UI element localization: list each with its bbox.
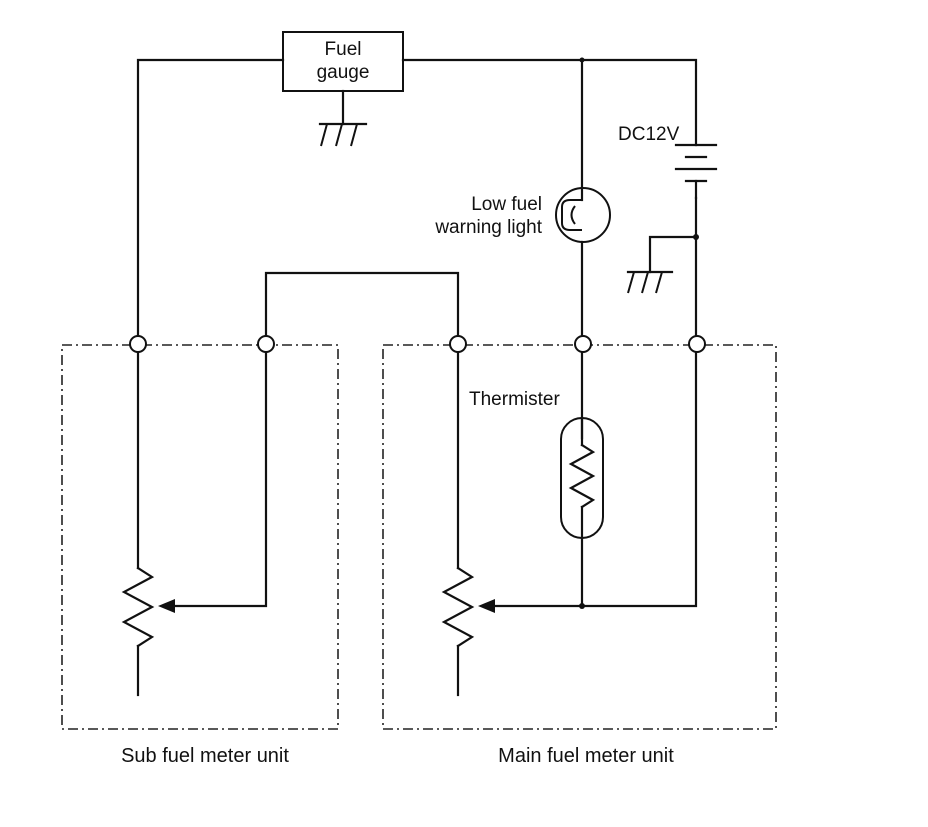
sub-unit-caption: Sub fuel meter unit: [121, 745, 289, 767]
warning-light-icon: [555, 186, 611, 346]
battery-ground-icon: [626, 196, 699, 346]
top-wiring: [136, 58, 698, 346]
terminal-node: [688, 335, 706, 353]
gauge-ground-icon: [318, 89, 368, 147]
thermistor-icon: [560, 342, 604, 608]
sub-unit-wiring: [121, 342, 268, 697]
thermister-label: Thermister: [469, 389, 560, 410]
fuel-gauge-label-line1: Fuel: [325, 39, 362, 60]
terminal-node: [257, 335, 275, 353]
terminal-node: [574, 335, 592, 353]
battery-icon: [674, 143, 718, 200]
terminal-node: [449, 335, 467, 353]
terminal-node: [129, 335, 147, 353]
warning-light-label-line1: Low fuel: [471, 194, 542, 215]
terminal-nodes: [129, 335, 706, 353]
bridge-wire: [264, 271, 460, 346]
main-unit-wiring: [441, 342, 698, 697]
main-unit-caption: Main fuel meter unit: [498, 745, 674, 767]
dc-supply-label: DC12V: [618, 124, 680, 145]
warning-light-label-line2: warning light: [434, 217, 542, 238]
main-unit-boundary: [382, 344, 777, 730]
sub-unit-boundary: [61, 344, 339, 730]
fuel-gauge-label-line2: gauge: [317, 62, 370, 83]
